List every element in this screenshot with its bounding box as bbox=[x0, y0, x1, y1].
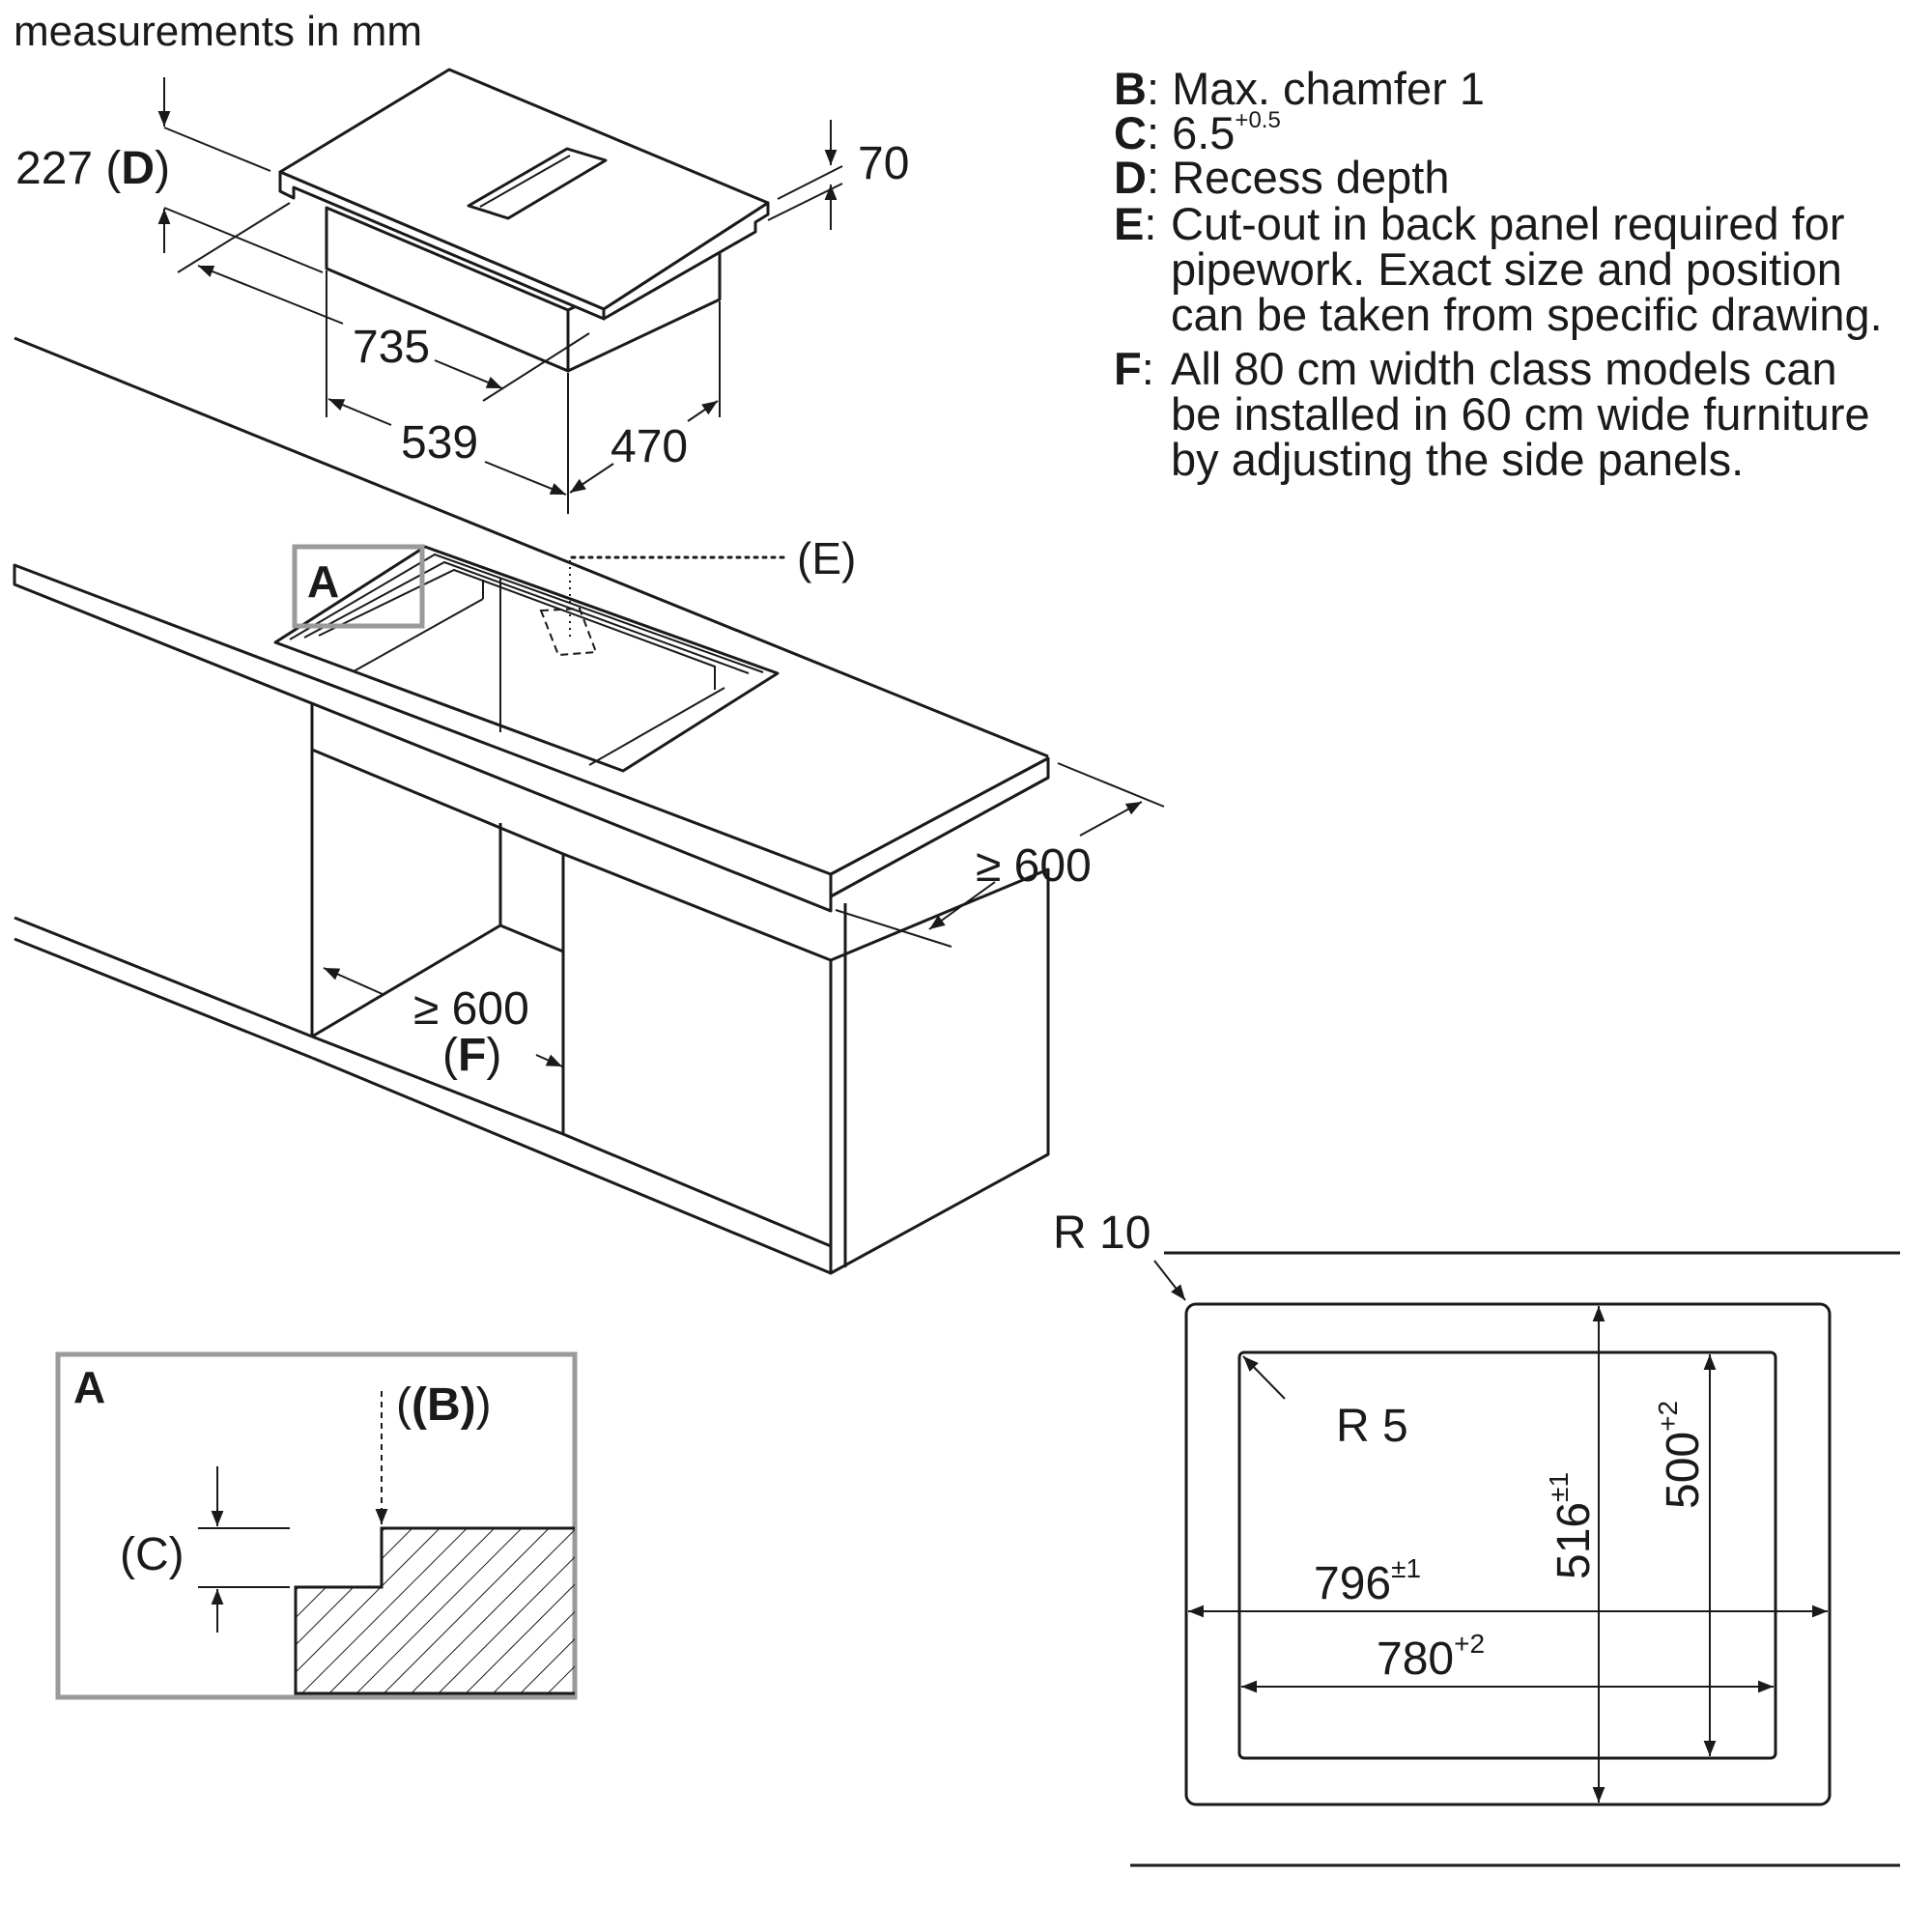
svg-text:((B)): ((B)) bbox=[396, 1379, 492, 1431]
vent-slot bbox=[467, 147, 608, 220]
note-text: by adjusting the side panels. bbox=[1171, 434, 1744, 485]
cabinet-front-panel bbox=[561, 852, 833, 1248]
note-text: Recess depth bbox=[1172, 152, 1449, 203]
note-b: B: Max. chamfer 1 bbox=[1114, 63, 1485, 114]
worktop-cutout bbox=[273, 545, 780, 773]
note-text: 6.5 bbox=[1172, 107, 1235, 158]
note-text: be installed in 60 cm wide furniture bbox=[1171, 388, 1870, 440]
note-text: Cut-out in back panel required for bbox=[1171, 198, 1845, 249]
svg-text:500+2: 500+2 bbox=[1653, 1401, 1709, 1509]
note-c: C: 6.5+0.5 bbox=[1114, 107, 1281, 158]
note-text: Max. chamfer 1 bbox=[1172, 63, 1485, 114]
svg-text:F:: F: bbox=[1114, 343, 1154, 394]
cabinet-side-panel bbox=[829, 867, 1050, 1275]
note-text: All 80 cm width class models can bbox=[1171, 343, 1837, 394]
detail-a-title: A bbox=[73, 1362, 105, 1412]
pipe-label: (E) bbox=[797, 533, 856, 583]
note-d: D: Recess depth bbox=[1114, 152, 1449, 203]
note-key: D bbox=[1114, 152, 1147, 203]
dim-cabinet-key: F bbox=[458, 1030, 486, 1081]
outer-radius-label: R 10 bbox=[1053, 1208, 1151, 1259]
dim-thickness: 70 bbox=[858, 138, 909, 189]
hob-glass-edge-side bbox=[602, 201, 770, 321]
pipe-cutout bbox=[539, 607, 598, 657]
inner-depth: 500 bbox=[1658, 1432, 1709, 1509]
inner-depth-tol: +2 bbox=[1653, 1401, 1683, 1432]
outer-width-tol: ±1 bbox=[1391, 1553, 1421, 1583]
appliance-dimensions: 227 (D) 70 735 539 470 bbox=[15, 77, 909, 514]
detail-a: A ((B)) (C) bbox=[55, 1351, 578, 1700]
svg-text:D: Recess depth: D: Recess depth bbox=[1114, 152, 1449, 203]
units-caption: measurements in mm bbox=[14, 8, 422, 55]
svg-text:E:: E: bbox=[1114, 198, 1156, 249]
outer-width: 796 bbox=[1314, 1558, 1391, 1609]
dim-body-width: 539 bbox=[401, 417, 478, 469]
svg-text:C: 6.5+0.5: C: 6.5+0.5 bbox=[1114, 107, 1281, 158]
dim-recess-depth: 227 bbox=[15, 143, 93, 194]
step-label: (C) bbox=[120, 1529, 185, 1580]
cutout-plan: R 10 R 5 796±1 780+2 516±1 500+2 bbox=[1053, 1208, 1900, 1867]
note-key: B bbox=[1114, 63, 1147, 114]
dim-body-depth: 470 bbox=[611, 421, 688, 472]
cabinet-worktop: A (E) bbox=[13, 336, 1050, 1275]
note-text: can be taken from specific drawing. bbox=[1171, 289, 1883, 340]
notes-list: B: Max. chamfer 1 C: 6.5+0.5 D: Recess d… bbox=[1114, 63, 1883, 485]
dim-worktop-depth: ≥ 600 bbox=[976, 840, 1092, 892]
outer-depth-tol: ±1 bbox=[1544, 1472, 1574, 1502]
inner-cutout bbox=[1237, 1350, 1777, 1760]
dim-recess-key: D bbox=[121, 143, 155, 194]
note-key: F bbox=[1114, 343, 1142, 394]
note-text: pipework. Exact size and position bbox=[1171, 243, 1842, 295]
note-key: E bbox=[1114, 198, 1144, 249]
note-e: E: Cut-out in back panel required for pi… bbox=[1114, 198, 1883, 340]
note-superscript: +0.5 bbox=[1235, 107, 1280, 133]
outer-depth: 516 bbox=[1548, 1502, 1600, 1579]
svg-text:516±1: 516±1 bbox=[1544, 1472, 1600, 1579]
inner-width: 780 bbox=[1377, 1634, 1454, 1685]
cabinet-dimensions: ≥ 600 ≥ 600 (F) bbox=[323, 762, 1165, 1081]
svg-text:796±1: 796±1 bbox=[1314, 1553, 1421, 1609]
svg-text:780+2: 780+2 bbox=[1377, 1629, 1485, 1685]
svg-text:B: Max. chamfer 1: B: Max. chamfer 1 bbox=[1114, 63, 1485, 114]
note-f: F: All 80 cm width class models can be i… bbox=[1114, 343, 1870, 485]
dim-depth: 735 bbox=[353, 322, 430, 373]
svg-text:(F): (F) bbox=[442, 1030, 501, 1081]
note-key: C bbox=[1114, 107, 1147, 158]
hob-appliance bbox=[278, 68, 770, 373]
svg-text:227 (D): 227 (D) bbox=[15, 143, 170, 194]
inner-width-tol: +2 bbox=[1454, 1629, 1485, 1659]
chamfer-label: (B) bbox=[412, 1379, 476, 1431]
detail-a-marker bbox=[292, 544, 425, 629]
inner-radius-label: R 5 bbox=[1336, 1401, 1408, 1452]
detail-a-tag: A bbox=[307, 556, 339, 607]
dim-cabinet-width: ≥ 600 bbox=[413, 983, 529, 1035]
outer-cutout bbox=[1184, 1302, 1832, 1806]
worktop-section bbox=[294, 1526, 575, 1695]
